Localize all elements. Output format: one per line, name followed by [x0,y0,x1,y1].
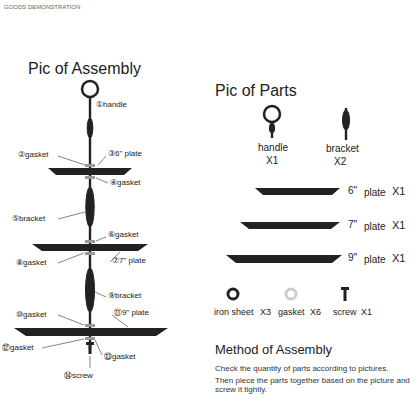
callout-number: ⑦7" plate [112,256,146,265]
callout-number: ⑭screw [64,371,93,380]
callout-number: ⑬gasket [104,352,136,361]
part-name: iron sheet [214,307,254,317]
callout-number: ⑧gasket [16,258,47,267]
callout-number: ⑪9" plate [114,308,149,317]
part-size: 6" [348,185,357,197]
callout-number: ⑫gasket [2,343,34,352]
callout-number: ④gasket [110,178,141,187]
part-count: X2 [334,156,346,168]
part-count: X1 [392,219,405,232]
part-count: X1 [266,155,278,167]
callout-number: ⑩gasket [16,310,47,319]
part-size: 9" [348,252,357,264]
callout-number: ③6" plate [108,149,142,158]
part-count: X3 [260,307,271,317]
section-heading: Method of Assembly [215,343,332,358]
part-name: handle [258,142,288,154]
part-name: gasket [278,307,305,317]
section-heading: Pic of Assembly [28,60,141,78]
part-count: X1 [392,185,405,198]
part-count: X1 [392,252,405,265]
callout-number: ⑥gasket [108,230,139,239]
part-count: X6 [310,307,321,317]
callout-number: ⑨bracket [108,291,141,300]
instruction-text: Check the quantity of parts according to… [215,364,413,373]
part-name: plate [364,221,386,233]
callout-number: ①handle [96,100,127,109]
part-count: X1 [361,307,372,317]
instruction-text: Then piece the parts together based on t… [215,376,413,394]
part-name: bracket [326,143,359,155]
callout-number: ②gasket [18,150,49,159]
section-heading: Pic of Parts [215,82,297,100]
part-name: screw [333,307,357,317]
callout-number: ⑤bracket [12,214,45,223]
part-name: plate [364,254,386,266]
parts [226,106,350,301]
watermark: GOODS DEMONSTRATION [4,4,80,11]
part-name: plate [364,187,386,199]
part-size: 7" [348,219,357,231]
